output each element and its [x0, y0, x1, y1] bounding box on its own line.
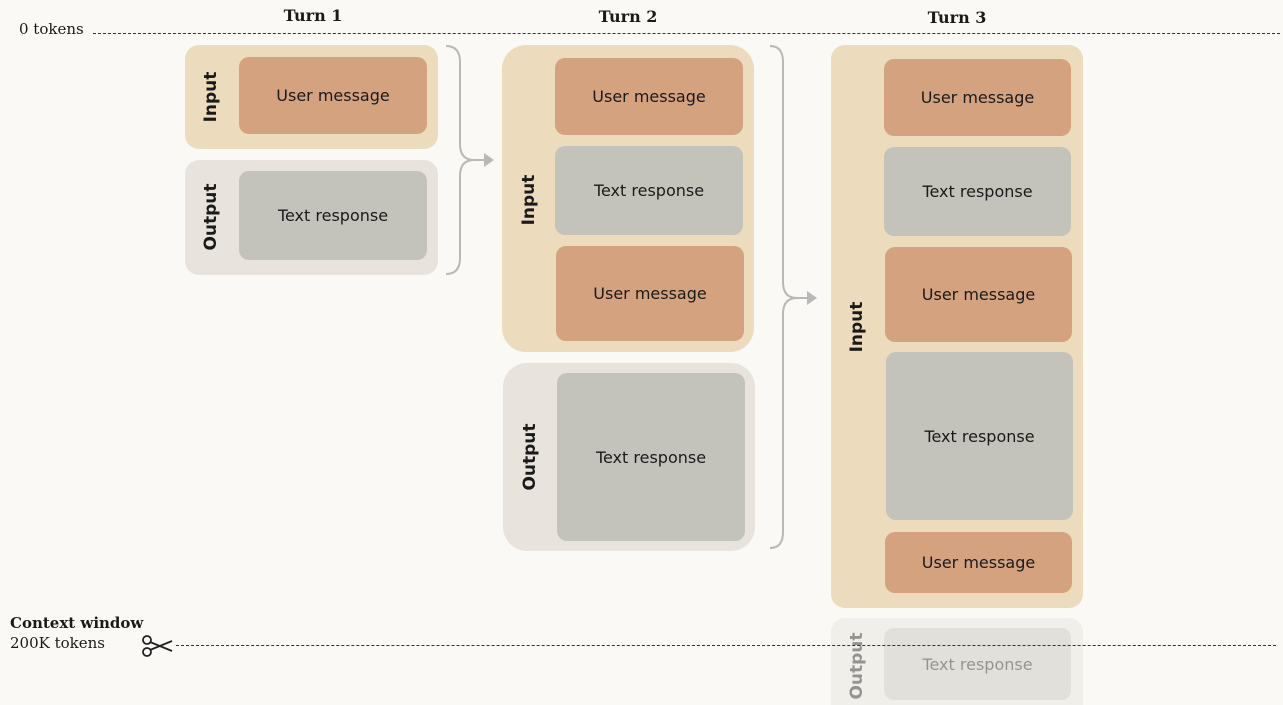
turn-3-text-response-3: Text response	[884, 628, 1071, 700]
turn-1-input-group: Input User message	[185, 45, 438, 149]
zero-tokens-label: 0 tokens	[19, 20, 84, 38]
turn-2-output-group: Output Text response	[503, 363, 755, 551]
turn-1-input-label: Input	[201, 71, 221, 123]
turn-3-input-label: Input	[847, 301, 867, 353]
turn-3-text-response-1: Text response	[884, 147, 1071, 236]
turn-1-to-2-bracket-arrow	[445, 45, 494, 275]
scissors-icon	[142, 635, 173, 657]
zero-tokens-line	[93, 33, 1280, 34]
turn-2-user-message-1: User message	[555, 58, 743, 135]
turn-2-input-group: Input User message Text response User me…	[502, 45, 754, 352]
context-window-line	[176, 645, 1276, 646]
turn-2-to-3-bracket-arrow	[769, 45, 817, 549]
turn-2-user-message-2: User message	[556, 246, 744, 341]
turn-1-user-message: User message	[239, 57, 427, 134]
turn-1-output-label: Output	[201, 183, 221, 251]
turn-2-text-response-1: Text response	[555, 146, 743, 235]
turn-3-user-message-3: User message	[885, 532, 1072, 593]
turn-1-text-response: Text response	[239, 171, 427, 260]
turn-3-text-response-2: Text response	[886, 352, 1073, 520]
context-window-title: Context window	[10, 614, 144, 632]
turn-1-output-group: Output Text response	[185, 160, 438, 275]
turn-3-title: Turn 3	[927, 8, 987, 27]
context-window-tokens: 200K tokens	[10, 634, 105, 652]
turn-2-input-label: Input	[519, 174, 539, 226]
turn-3-user-message-1: User message	[884, 59, 1071, 136]
turn-2-output-label: Output	[520, 423, 540, 491]
turn-3-output-group: Output Text response	[831, 618, 1083, 705]
turn-2-text-response-2: Text response	[557, 373, 745, 541]
turn-3-input-group: Input User message Text response User me…	[831, 45, 1083, 608]
turn-2-title: Turn 2	[598, 7, 658, 26]
turn-3-output-label: Output	[847, 632, 867, 700]
turn-3-user-message-2: User message	[885, 247, 1072, 342]
turn-1-title: Turn 1	[283, 6, 343, 25]
